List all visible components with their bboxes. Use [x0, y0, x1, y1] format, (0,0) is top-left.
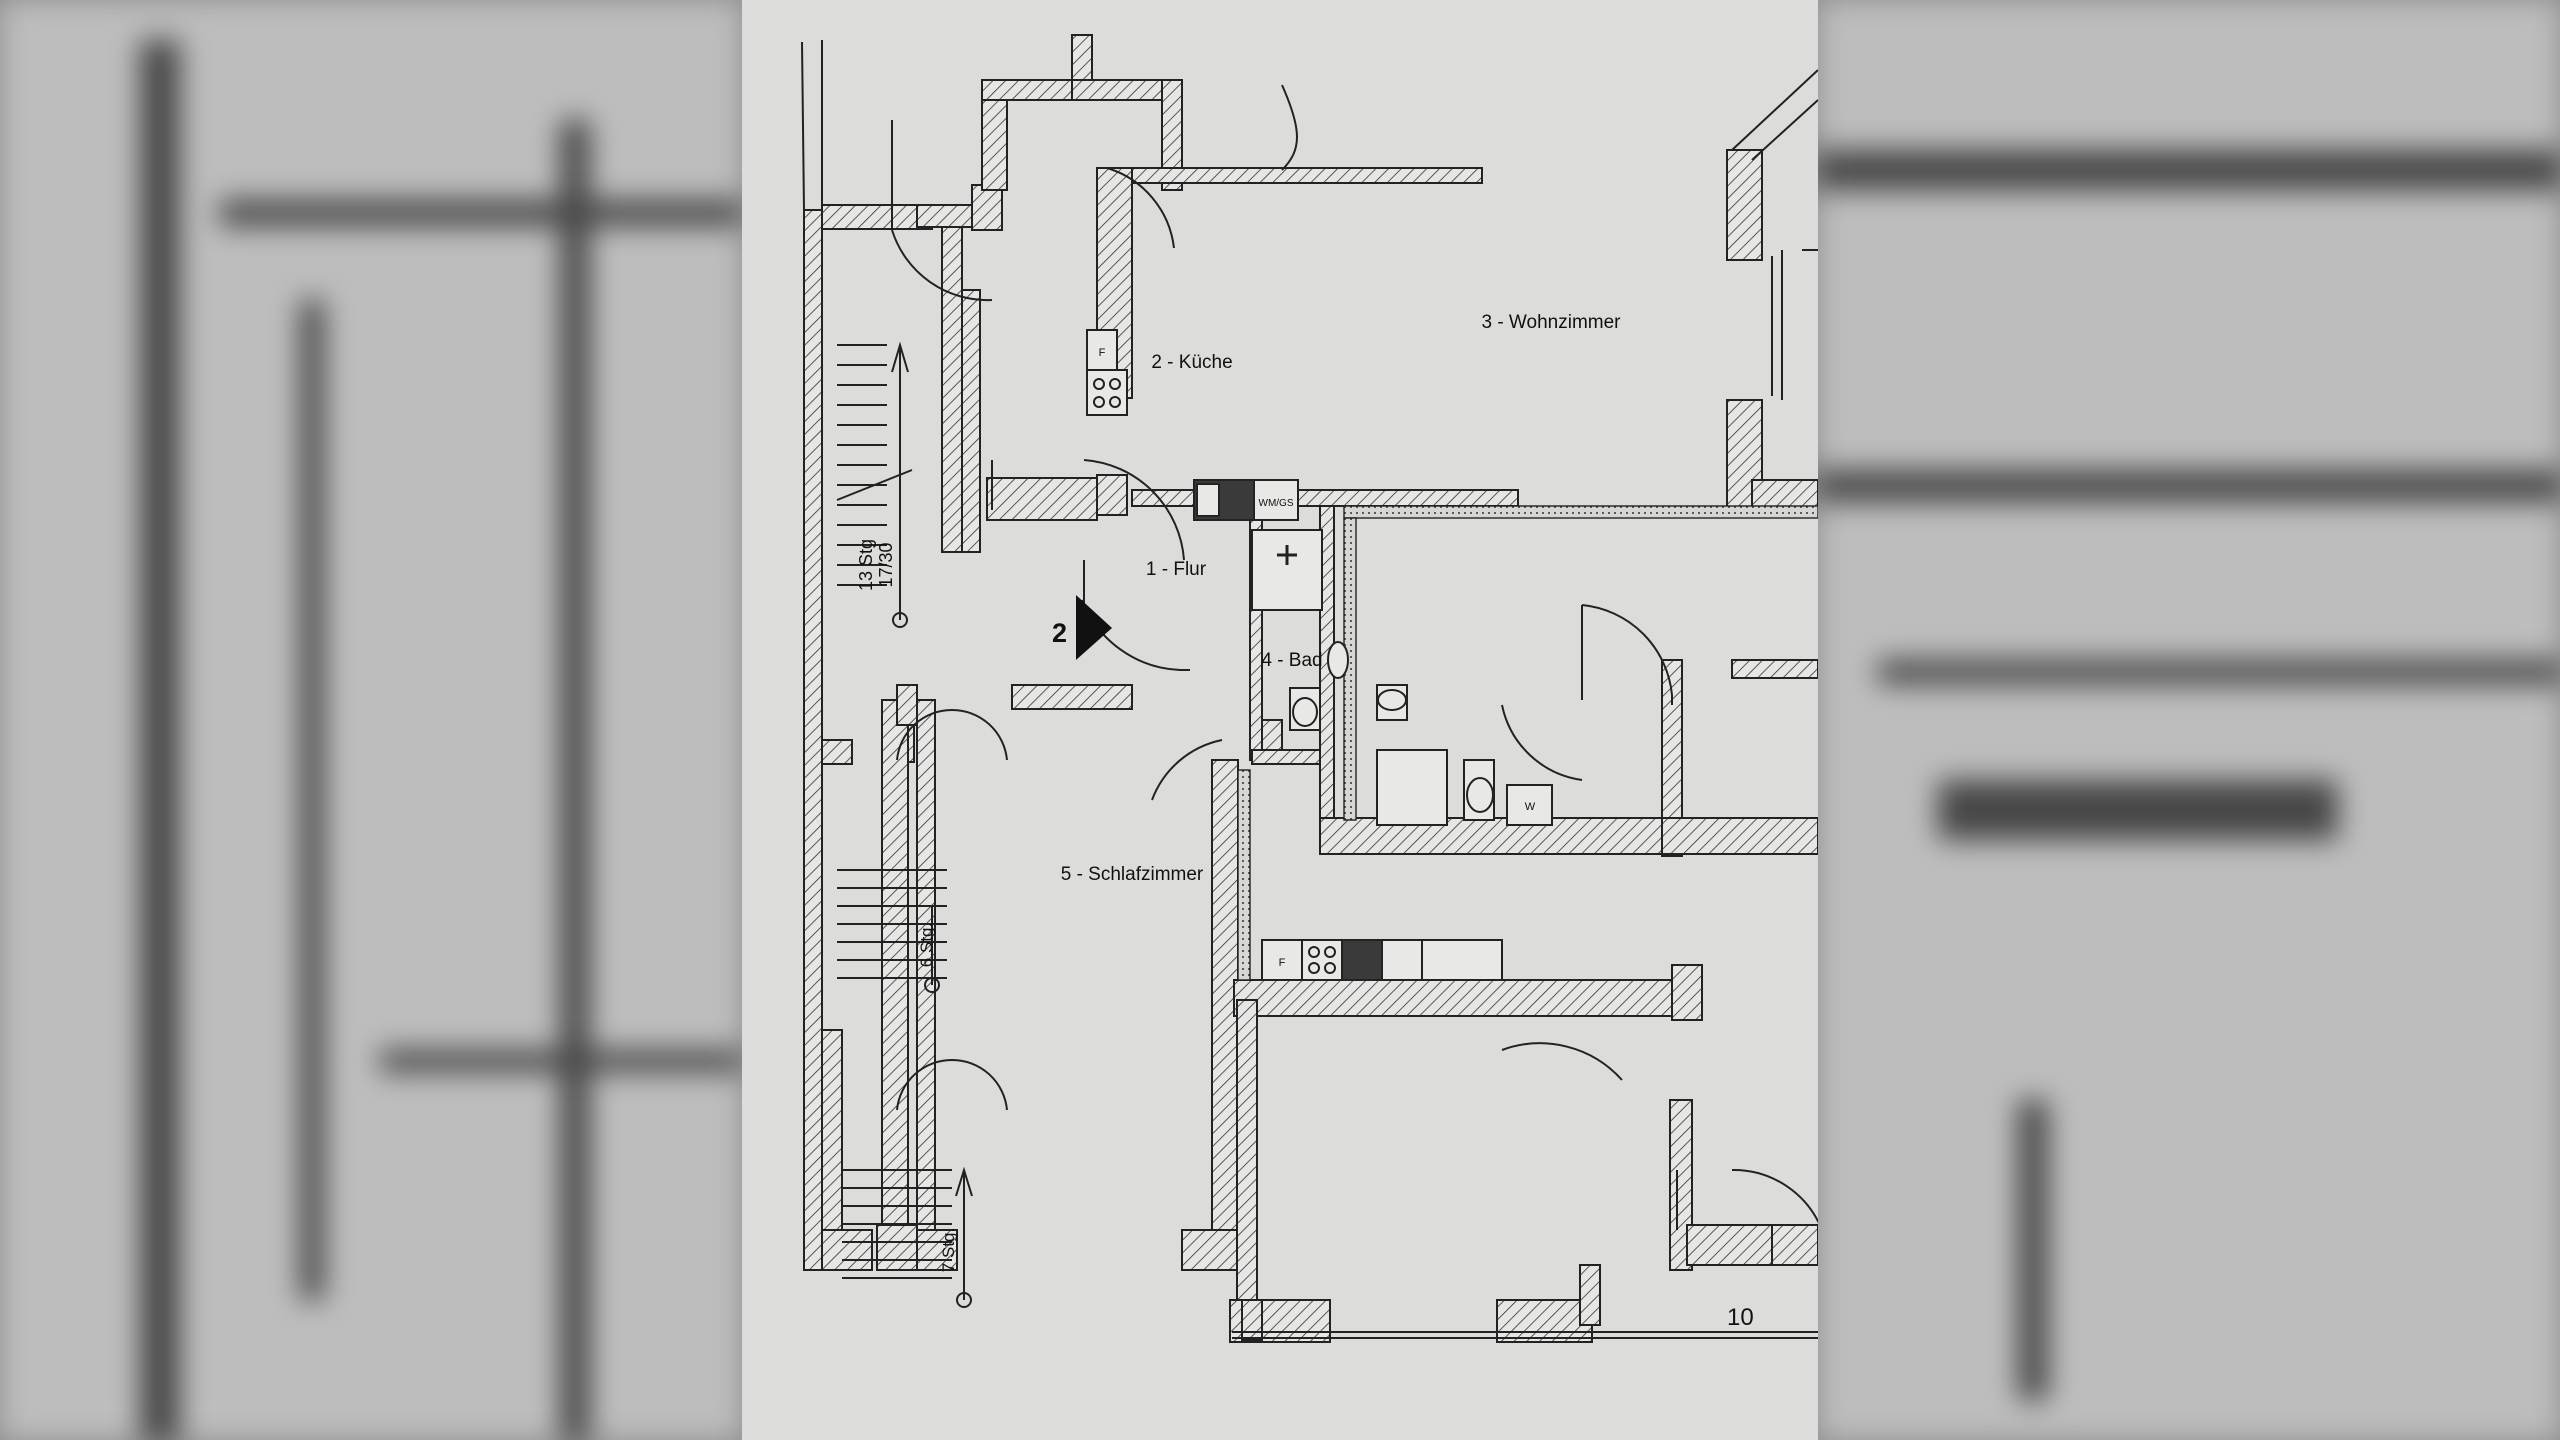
appliance-label-fridge-lower: F [1279, 957, 1286, 969]
wall [1771, 1224, 1818, 1266]
wall [821, 739, 853, 765]
room-label-wohnzimmer: 3 - Wohnzimmer [1481, 312, 1621, 333]
wall [981, 79, 1083, 101]
wall [876, 1224, 918, 1271]
stair-label-lower: 7 Stg. [939, 1228, 958, 1272]
wall [1579, 1264, 1601, 1326]
room-label-flur: 1 - Flur [1146, 559, 1207, 580]
wall [1161, 79, 1183, 191]
wall [1686, 1224, 1778, 1266]
stair-label-mid: 6 Stg. [917, 923, 936, 967]
wall [1131, 489, 1519, 507]
wall [1661, 659, 1683, 857]
floor-plan-sheet: 2 - Küche 3 - Wohnzimmer 1 - Flur 4 - Ba… [742, 0, 1818, 1440]
wall [821, 204, 933, 230]
wall [803, 209, 823, 1271]
room-label-bad: 4 - Bad [1261, 650, 1322, 671]
wall [986, 477, 1098, 521]
wall [896, 684, 918, 726]
wall [1011, 684, 1133, 710]
stairs-main [836, 341, 973, 1308]
wall [971, 184, 1003, 231]
entrance-number: 2 [1052, 618, 1067, 648]
wall [1496, 1299, 1593, 1343]
stair-label-main: 13 Stg [856, 539, 876, 591]
wall [1233, 979, 1690, 1017]
labels: 2 - Küche 3 - Wohnzimmer 1 - Flur 4 - Ba… [856, 312, 1754, 1331]
room-label-schlafzimmer: 5 - Schlafzimmer [1061, 864, 1204, 885]
stair-ratio-main: 17/30 [876, 542, 896, 587]
wall [961, 289, 981, 553]
room-label-kueche: 2 - Küche [1151, 352, 1232, 373]
wall [821, 1229, 873, 1271]
entrance-arrow-icon [1076, 595, 1112, 660]
floor-plan-drawing: 2 - Küche 3 - Wohnzimmer 1 - Flur 4 - Ba… [801, 34, 1818, 1343]
wall [1726, 149, 1763, 261]
wall [1661, 817, 1818, 855]
wall [881, 699, 909, 1241]
wall [1241, 1299, 1263, 1341]
appliance-label-w: W [1525, 801, 1536, 813]
appliance-label-washer: WM/GS [1259, 498, 1294, 509]
wall [1671, 964, 1703, 1021]
wall [1236, 999, 1258, 1301]
wall [1131, 167, 1483, 184]
dotted-insulation [1237, 505, 1818, 981]
dimension-label: 10 [1727, 1304, 1754, 1331]
fixtures [1086, 329, 1553, 981]
blurred-background-left [0, 0, 742, 1440]
thin-lines [801, 40, 1818, 1339]
blurred-background-right [1818, 0, 2560, 1440]
wall [916, 1229, 958, 1271]
appliance-label-fridge: F [1099, 347, 1106, 359]
walls [803, 34, 1818, 1343]
wall [1096, 474, 1128, 516]
wall [1731, 659, 1818, 679]
wall [941, 226, 963, 553]
wall [1251, 749, 1321, 765]
